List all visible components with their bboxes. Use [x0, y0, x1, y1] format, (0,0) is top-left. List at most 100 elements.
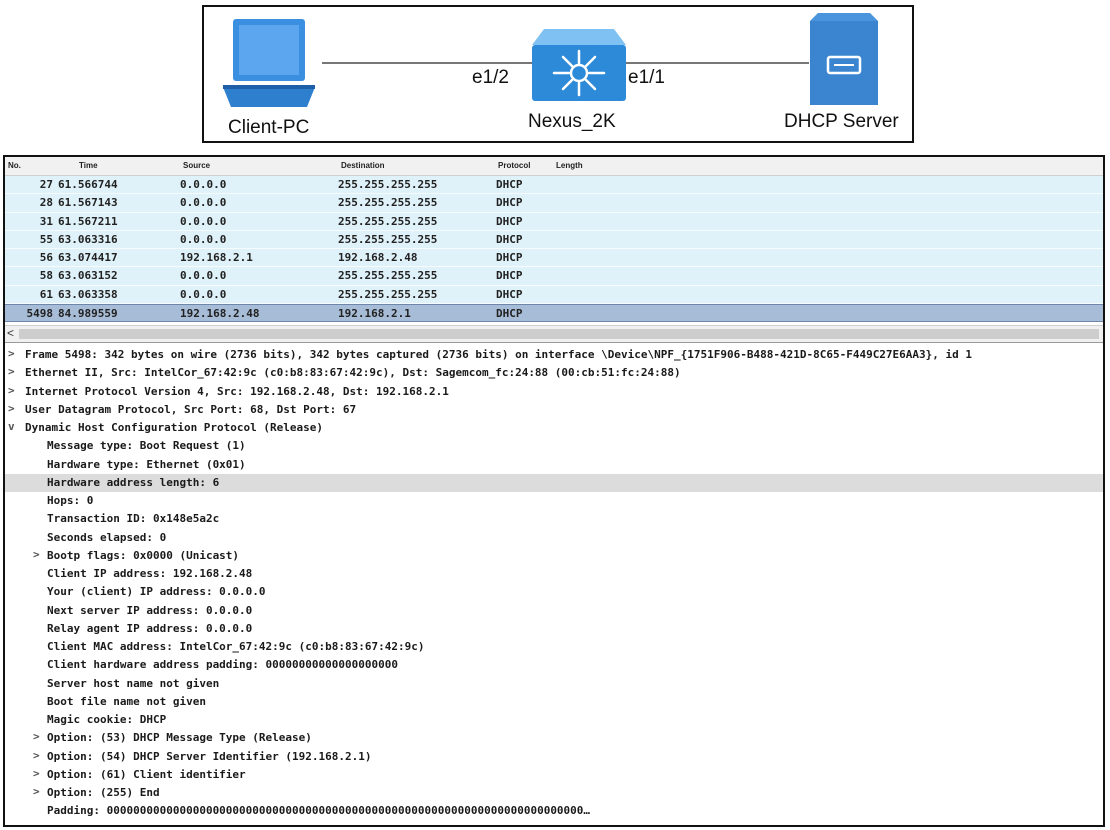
dhcp-option-255[interactable]: > Option: (255) End	[5, 784, 1103, 802]
column-header-length[interactable]: Length	[556, 161, 583, 170]
column-header-protocol[interactable]: Protocol	[498, 161, 531, 170]
tree-item-ethernet[interactable]: > Ethernet II, Src: IntelCor_67:42:9c (c…	[5, 364, 1103, 382]
field-label: Client IP address: 192.168.2.48	[47, 567, 253, 580]
dhcp-option-61[interactable]: > Option: (61) Client identifier	[5, 766, 1103, 784]
dhcp-option-53[interactable]: > Option: (53) DHCP Message Type (Releas…	[5, 729, 1103, 747]
expand-chevron-icon[interactable]: >	[8, 401, 15, 415]
packet-row[interactable]: 56 63.074417 192.168.2.1 192.168.2.48 DH…	[5, 249, 1103, 268]
dhcp-field-boot-file[interactable]: Boot file name not given	[5, 693, 1103, 711]
expand-chevron-icon[interactable]: >	[8, 347, 15, 360]
collapse-chevron-icon[interactable]: v	[8, 420, 15, 433]
field-label: Server host name not given	[47, 676, 220, 690]
expand-chevron-icon[interactable]: >	[33, 547, 40, 561]
packet-row[interactable]: 27 61.566744 0.0.0.0 255.255.255.255 DHC…	[5, 176, 1103, 195]
packet-source: 192.168.2.1	[180, 251, 253, 264]
dhcp-field-client-mac[interactable]: Client MAC address: IntelCor_67:42:9c (c…	[5, 638, 1103, 656]
dhcp-field-hw-padding[interactable]: Client hardware address padding: 0000000…	[5, 656, 1103, 674]
scrollbar-thumb[interactable]	[19, 329, 1099, 339]
dhcp-field-hardware-length-selected[interactable]: Hardware address length: 6	[5, 473, 1103, 492]
expand-chevron-icon[interactable]: >	[33, 766, 40, 780]
network-topology-diagram: Client-PC e1/2 e1/1 Nexus_2K DHCP Server	[202, 5, 914, 143]
column-header-destination[interactable]: Destination	[341, 161, 385, 170]
switch-icon	[532, 29, 626, 101]
packet-source: 0.0.0.0	[180, 269, 227, 283]
packet-protocol: DHCP	[496, 196, 523, 210]
packet-protocol: DHCP	[496, 251, 523, 264]
field-label: Option: (255) End	[47, 786, 160, 799]
field-label: Padding: 0000000000000000000000000000000…	[47, 804, 591, 818]
field-label: Next server IP address: 0.0.0.0	[47, 603, 253, 617]
column-header-no[interactable]: No.	[8, 161, 21, 170]
dhcp-field-seconds-elapsed[interactable]: Seconds elapsed: 0	[5, 529, 1103, 547]
packet-destination: 255.255.255.255	[338, 196, 438, 210]
link-switch-server	[624, 62, 809, 64]
tree-item-label: Ethernet II, Src: IntelCor_67:42:9c (c0:…	[25, 366, 681, 380]
tree-item-udp[interactable]: > User Datagram Protocol, Src Port: 68, …	[5, 401, 1103, 419]
tree-item-label: Frame 5498: 342 bytes on wire (2736 bits…	[25, 348, 973, 361]
packet-source: 0.0.0.0	[180, 214, 227, 228]
dhcp-field-bootp-flags[interactable]: > Bootp flags: 0x0000 (Unicast)	[5, 547, 1103, 565]
dhcp-field-message-type[interactable]: Message type: Boot Request (1)	[5, 437, 1103, 455]
laptop-icon	[223, 19, 315, 107]
scroll-left-icon[interactable]: <	[7, 326, 15, 340]
port-label-e1-1: e1/1	[628, 67, 665, 88]
dhcp-field-relay-agent-ip[interactable]: Relay agent IP address: 0.0.0.0	[5, 620, 1103, 638]
packet-row[interactable]: 58 63.063152 0.0.0.0 255.255.255.255 DHC…	[5, 267, 1103, 286]
packet-destination: 255.255.255.255	[338, 232, 438, 246]
packet-row[interactable]: 61 63.063358 0.0.0.0 255.255.255.255 DHC…	[5, 285, 1103, 304]
packet-no: 58	[39, 269, 53, 283]
packet-protocol: DHCP	[496, 214, 523, 228]
packet-no: 61	[39, 287, 53, 301]
dhcp-server-label: DHCP Server	[784, 111, 899, 132]
packet-time: 61.567211	[58, 214, 118, 228]
dhcp-field-padding[interactable]: Padding: 0000000000000000000000000000000…	[5, 802, 1103, 820]
dhcp-field-client-ip[interactable]: Client IP address: 192.168.2.48	[5, 565, 1103, 583]
server-icon	[810, 13, 878, 105]
expand-chevron-icon[interactable]: >	[33, 730, 40, 744]
packet-time: 61.566744	[58, 178, 118, 191]
field-label: Relay agent IP address: 0.0.0.0	[47, 621, 253, 635]
packet-protocol: DHCP	[496, 269, 523, 283]
tree-item-ipv4[interactable]: > Internet Protocol Version 4, Src: 192.…	[5, 383, 1103, 401]
field-label: Hops: 0	[47, 494, 94, 507]
packet-source: 192.168.2.48	[180, 306, 260, 320]
dhcp-field-magic-cookie[interactable]: Magic cookie: DHCP	[5, 711, 1103, 729]
field-label: Magic cookie: DHCP	[47, 713, 167, 726]
column-header-source[interactable]: Source	[183, 161, 211, 170]
tree-item-frame[interactable]: > Frame 5498: 342 bytes on wire (2736 bi…	[5, 346, 1103, 364]
tree-item-label: User Datagram Protocol, Src Port: 68, Ds…	[25, 402, 357, 416]
horizontal-scrollbar[interactable]: <	[5, 325, 1103, 343]
expand-chevron-icon[interactable]: >	[8, 365, 15, 379]
packet-row[interactable]: 55 63.063316 0.0.0.0 255.255.255.255 DHC…	[5, 230, 1103, 249]
expand-chevron-icon[interactable]: >	[33, 748, 40, 762]
dhcp-field-hardware-type[interactable]: Hardware type: Ethernet (0x01)	[5, 456, 1103, 474]
packet-protocol: DHCP	[496, 178, 523, 191]
packet-destination: 255.255.255.255	[338, 269, 438, 283]
dhcp-field-next-server-ip[interactable]: Next server IP address: 0.0.0.0	[5, 602, 1103, 620]
packet-row-selected[interactable]: 5498 84.989559 192.168.2.48 192.168.2.1 …	[5, 303, 1103, 322]
packet-destination: 192.168.2.48	[338, 251, 418, 264]
field-label: Option: (54) DHCP Server Identifier (192…	[47, 749, 372, 763]
dhcp-field-server-host-name[interactable]: Server host name not given	[5, 675, 1103, 693]
dhcp-option-54[interactable]: > Option: (54) DHCP Server Identifier (1…	[5, 748, 1103, 766]
switch-label: Nexus_2K	[528, 111, 616, 132]
field-label: Client MAC address: IntelCor_67:42:9c (c…	[47, 640, 425, 653]
packet-destination: 255.255.255.255	[338, 178, 438, 191]
packet-source: 0.0.0.0	[180, 232, 227, 246]
expand-chevron-icon[interactable]: >	[8, 383, 15, 397]
dhcp-field-hops[interactable]: Hops: 0	[5, 492, 1103, 510]
dhcp-field-transaction-id[interactable]: Transaction ID: 0x148e5a2c	[5, 510, 1103, 528]
packet-capture-window: No. Time Source Destination Protocol Len…	[3, 155, 1105, 827]
packet-protocol: DHCP	[496, 306, 523, 320]
column-header-time[interactable]: Time	[79, 161, 98, 170]
packet-time: 61.567143	[58, 196, 118, 210]
dhcp-field-your-ip[interactable]: Your (client) IP address: 0.0.0.0	[5, 583, 1103, 601]
packet-row[interactable]: 31 61.567211 0.0.0.0 255.255.255.255 DHC…	[5, 212, 1103, 231]
tree-item-dhcp[interactable]: v Dynamic Host Configuration Protocol (R…	[5, 419, 1103, 437]
packet-no: 5498	[26, 306, 54, 320]
packet-no: 31	[39, 214, 53, 228]
field-label: Hardware type: Ethernet (0x01)	[47, 457, 246, 471]
expand-chevron-icon[interactable]: >	[33, 785, 40, 798]
packet-source: 0.0.0.0	[180, 287, 227, 301]
packet-row[interactable]: 28 61.567143 0.0.0.0 255.255.255.255 DHC…	[5, 194, 1103, 213]
